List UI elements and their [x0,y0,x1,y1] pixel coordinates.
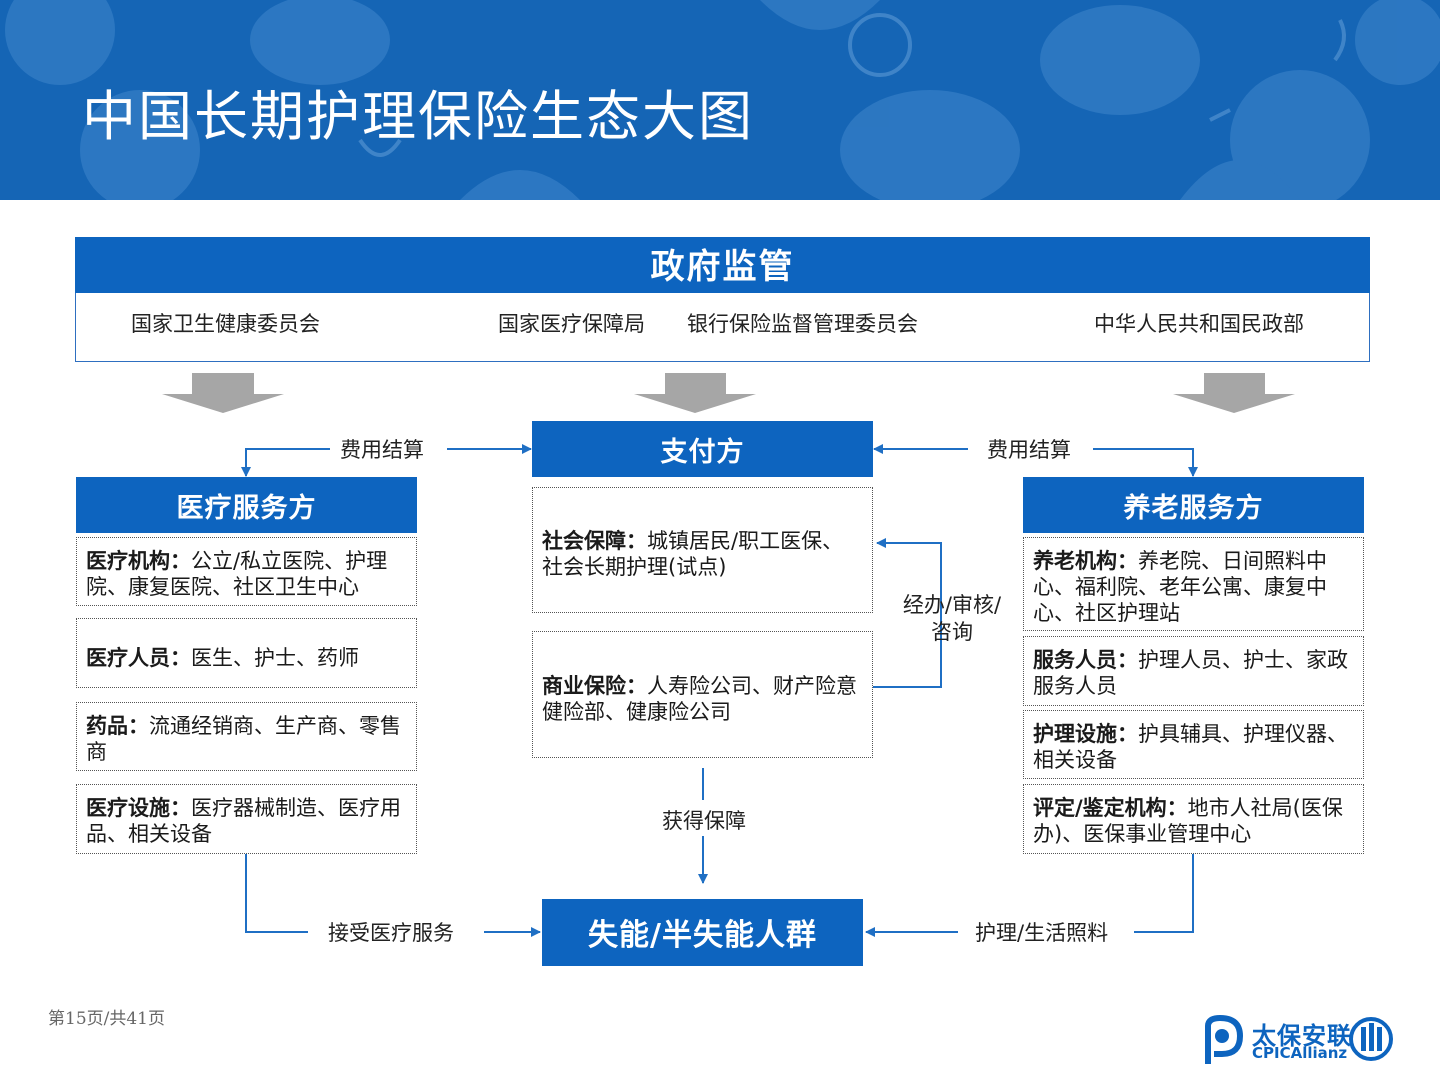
elderly-item-staff: 服务人员：护理人员、护士、家政服务人员 [1023,636,1364,706]
government-header: 政府监管 [75,237,1370,293]
arrow-settle-right-down [1093,448,1198,477]
payer-commercial-box: 商业保险：人寿险公司、财产险意健险部、健康险公司 [532,631,873,758]
arrow-care-service-line [1134,854,1194,933]
medical-item-text: 公立/私立医院、护理院、康复医院、社区卫生中心 [86,549,388,599]
gov-body-health-commission: 国家卫生健康委员会 [131,312,320,336]
elderly-item-label: 评定/鉴定机构： [1033,796,1188,820]
page-number: 第15页/共41页 [48,1009,165,1029]
elderly-item-facilities: 护理设施：护具辅具、护理仪器、相关设备 [1023,710,1364,779]
label-care-service: 护理/生活照料 [975,917,1109,947]
payer-social-text: 城镇居民/职工医保、社会长期护理(试点) [542,529,844,579]
gov-body-banking-insurance: 银行保险监督管理委员会 [687,312,918,336]
elderly-item-text: 护理人员、护士、家政服务人员 [1033,648,1348,698]
header-banner [0,0,1440,200]
page-title: 中国长期护理保险生态大图 [82,85,754,148]
gov-body-civil-affairs: 中华人民共和国民政部 [1094,312,1304,336]
label-settle-right: 费用结算 [987,434,1071,464]
elderly-item-institutions: 养老机构：养老院、日间照料中心、福利院、老年公寓、康复中心、社区护理站 [1023,537,1364,631]
label-medical-service: 接受医疗服务 [328,917,454,947]
payer-commercial-label: 商业保险： [542,674,647,698]
medical-item-label: 医疗机构： [86,549,191,573]
payer-social-label: 社会保障： [542,529,647,553]
gov-body-healthcare-security: 国家医疗保障局 [498,312,645,336]
medical-item-institutions: 医疗机构：公立/私立医院、护理院、康复医院、社区卫生中心 [76,537,417,606]
cpic-allianz-logo-icon [1205,1014,1393,1064]
elderly-item-text: 护具辅具、护理仪器、相关设备 [1033,722,1348,772]
logo-text-en: CPICAllianz [1252,1044,1348,1062]
target-group-header: 失能/半失能人群 [542,899,863,966]
payer-commercial-text: 人寿险公司、财产险意健险部、健康险公司 [542,674,857,724]
government-panel [75,293,1370,362]
medical-item-text: 流通经销商、生产商、零售商 [86,714,401,764]
arrow-handling [873,538,942,688]
elderly-item-text: 地市人社局(医保办)、医保事业管理中心 [1033,796,1343,846]
medical-item-label: 药品： [86,714,149,738]
elderly-item-label: 护理设施： [1033,722,1138,746]
medical-item-staff: 医疗人员：医生、护士、药师 [76,618,417,688]
payer-header: 支付方 [532,421,873,477]
banner-decoration [5,0,1440,200]
logo-text-cn: 太保安联 [1252,1022,1352,1050]
payer-social-box: 社会保障：城镇居民/职工医保、社会长期护理(试点) [532,487,873,613]
arrow-medical-service-line [245,854,308,933]
label-coverage: 获得保障 [662,805,746,835]
down-arrow-center [634,373,756,413]
medical-item-label: 医疗设施： [86,796,191,820]
medical-item-text: 医疗器械制造、医疗用品、相关设备 [86,796,401,846]
medical-item-text: 医生、护士、药师 [191,646,359,670]
elderly-item-assessment: 评定/鉴定机构：地市人社局(医保办)、医保事业管理中心 [1023,784,1364,854]
medical-item-label: 医疗人员： [86,646,191,670]
medical-header: 医疗服务方 [76,477,417,533]
label-settle-left: 费用结算 [340,434,424,464]
label-handling: 经办/审核/咨询 [902,593,1002,644]
elderly-header: 养老服务方 [1023,477,1364,533]
down-arrow-right [1173,373,1295,413]
down-arrow-left [162,373,284,413]
elderly-item-label: 养老机构： [1033,549,1138,573]
medical-item-drugs: 药品：流通经销商、生产商、零售商 [76,702,417,771]
elderly-item-label: 服务人员： [1033,648,1138,672]
arrow-settle-left-down [241,448,330,477]
elderly-item-text: 养老院、日间照料中心、福利院、老年公寓、康复中心、社区护理站 [1033,549,1327,625]
medical-item-facilities: 医疗设施：医疗器械制造、医疗用品、相关设备 [76,784,417,854]
